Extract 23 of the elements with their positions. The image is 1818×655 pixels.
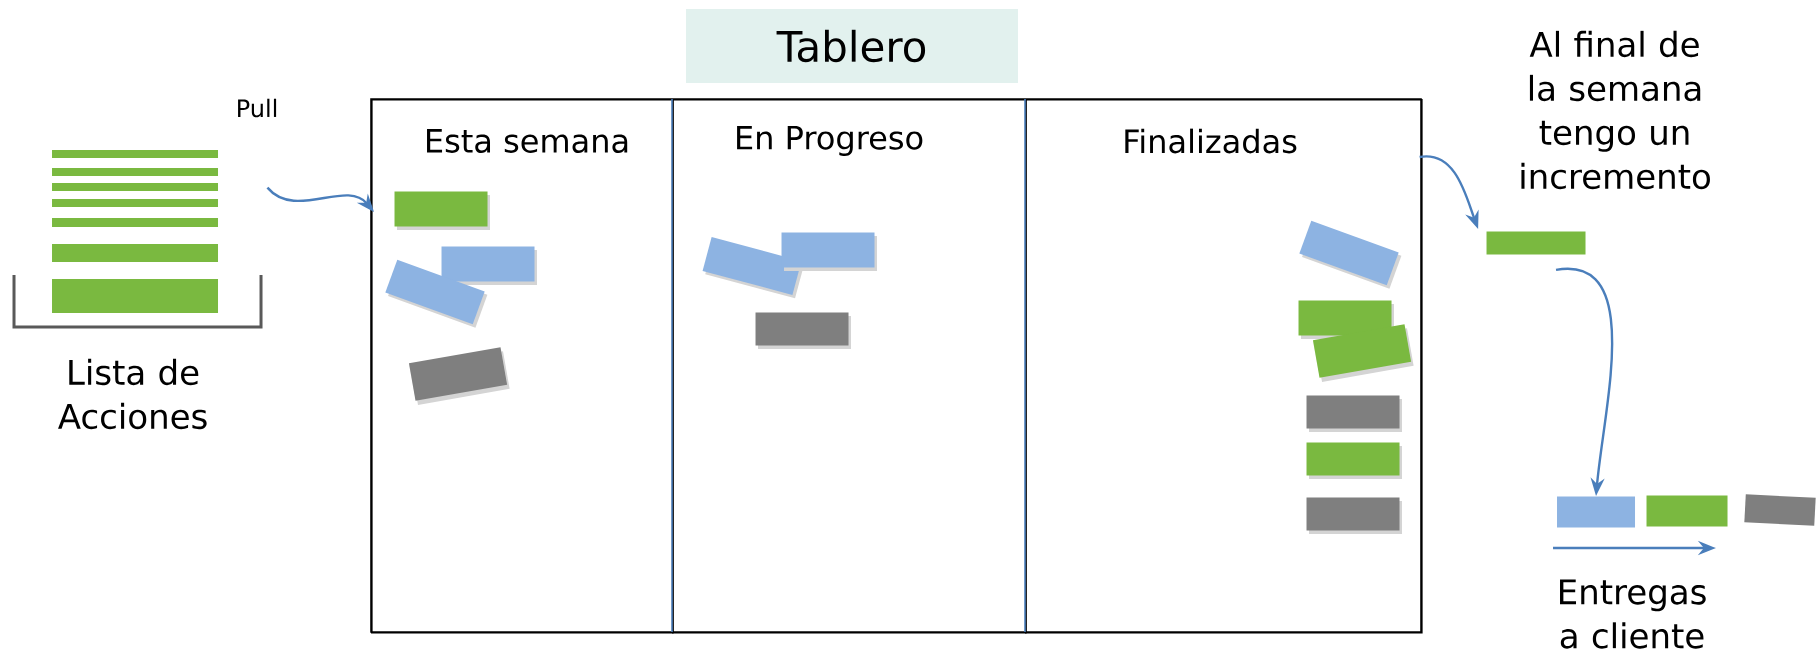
list-caption: Lista de Acciones — [58, 358, 207, 430]
board-column: Finalizadas — [1025, 99, 1423, 634]
edge-label: Pull — [238, 98, 277, 118]
task-card — [1744, 494, 1816, 526]
note-text: Entregas a cliente — [1560, 579, 1706, 649]
task-card — [1486, 231, 1586, 255]
task-card — [1299, 220, 1402, 289]
board-column: En Progreso — [672, 99, 1027, 634]
board-frame — [370, 98, 1422, 633]
task-card — [1306, 442, 1402, 479]
task-card — [755, 312, 851, 349]
board-column: Esta semana — [371, 99, 674, 634]
task-card — [441, 246, 537, 285]
title-box: Tablero — [686, 9, 1018, 83]
task-card — [1306, 497, 1402, 534]
task-card — [781, 232, 877, 271]
task-card — [1312, 324, 1414, 382]
task-card — [1646, 495, 1728, 527]
task-card — [1557, 496, 1635, 528]
task-card — [394, 191, 490, 230]
task-card — [408, 347, 510, 405]
note-text: Al final de la semana tengo un incremento — [1521, 30, 1710, 190]
task-card — [1306, 395, 1402, 432]
